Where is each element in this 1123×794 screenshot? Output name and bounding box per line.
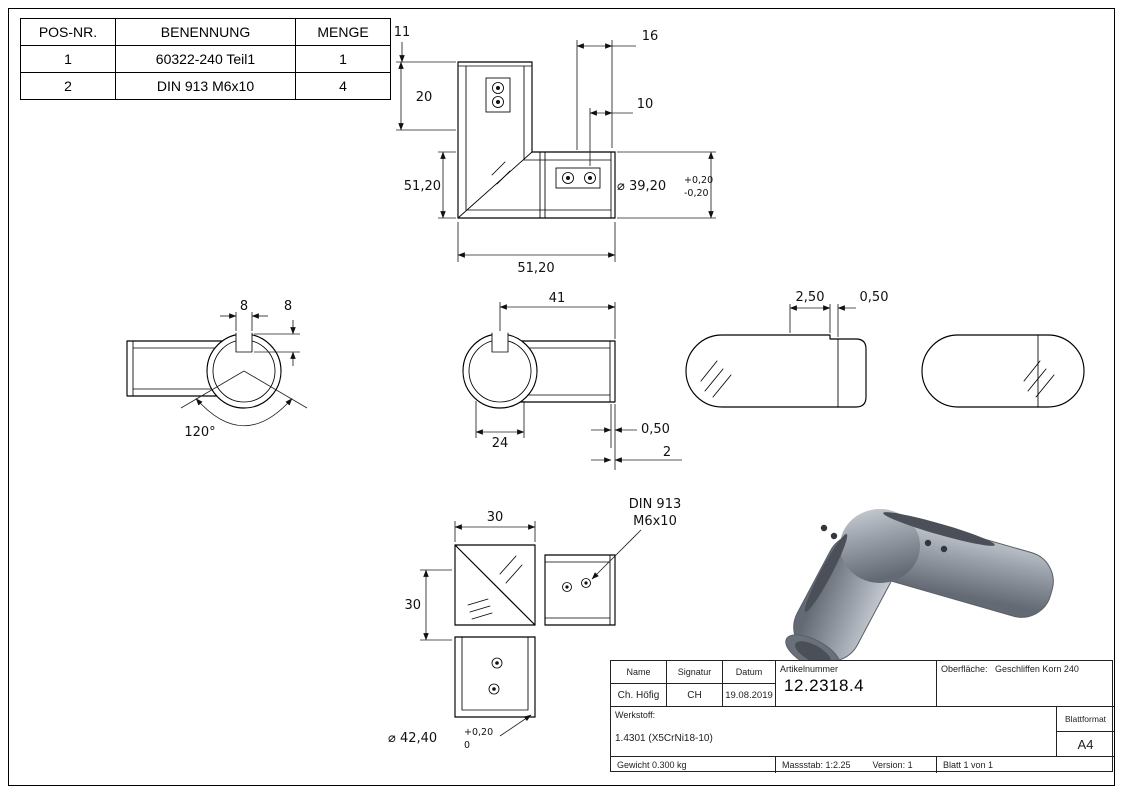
surface-hatch [491, 161, 511, 185]
note-din913-line1: DIN 913 [629, 497, 682, 512]
dim-2-50: 2,50 [796, 290, 825, 305]
name-value-cell: Ch. Höfig [611, 684, 667, 707]
dim-2: 2 [663, 445, 671, 460]
werkstoff-cell: Werkstoff: 1.4301 (X5CrNi18-10) [611, 707, 1057, 757]
dim-51-20-vertical: 51,20 [404, 179, 441, 194]
dim-dia-42-40-tol-dn: 0 [464, 740, 470, 751]
artikelnummer-value: 12.2318.4 [784, 676, 865, 695]
bom-table: POS-NR. BENENNUNG MENGE 1 60322-240 Teil… [20, 18, 391, 100]
dim-10: 10 [637, 97, 654, 112]
dim-dia-39-20-tol-dn: -0,20 [684, 188, 709, 199]
side-view-far-right [921, 334, 1085, 408]
surface-hatch [700, 360, 732, 398]
channel-slot [804, 534, 848, 612]
signatur-value-cell: CH [667, 684, 723, 707]
werkstoff-label: Werkstoff: [615, 710, 656, 720]
bom-benennung: DIN 913 M6x10 [115, 72, 296, 100]
dim-41: 41 [549, 291, 566, 306]
oberflaeche-value: Geschliffen Korn 240 [995, 664, 1079, 674]
surface-hatch [467, 598, 493, 620]
version-value: Version: 1 [872, 760, 913, 770]
bom-header-benennung: BENENNUNG [115, 18, 296, 46]
dim-11: 11 [394, 25, 411, 40]
blattformat-value-cell: A4 [1057, 732, 1114, 757]
datum-label-cell: Datum [723, 661, 776, 684]
front-view: 20 11 16 10 51,20 ⌀ 39,20 +0,20 -0,20 51… [394, 25, 716, 276]
gewicht-cell: Gewicht 0.300 kg [611, 757, 776, 773]
blattformat-label-cell: Blattformat [1057, 707, 1114, 732]
bom-menge: 4 [295, 72, 391, 100]
side-view-left: 120° 8 8 [126, 299, 308, 440]
dim-angle-120: 120° [184, 425, 215, 440]
dim-dia-42-40: ⌀ 42,40 [388, 731, 437, 746]
set-screw-hole [940, 545, 948, 553]
bom-menge: 1 [295, 45, 391, 73]
dim-24: 24 [492, 436, 509, 451]
bom-header-pos: POS-NR. [20, 18, 116, 46]
channel-slot [883, 512, 995, 546]
bom-pos: 2 [20, 72, 116, 100]
blatt-cell: Blatt 1 von 1 [943, 760, 994, 770]
oberflaeche-cell: Oberfläche: Geschliffen Korn 240 [937, 661, 1114, 707]
bom-benennung: 60322-240 Teil1 [115, 45, 296, 73]
massstab-cell: Massstab: 1:2.25 Version: 1 [776, 757, 937, 773]
title-block: Name Signatur Datum Artikelnummer 12.231… [610, 660, 1114, 773]
artikelnummer-cell: Artikelnummer 12.2318.4 [776, 661, 937, 707]
set-screw-hole [830, 532, 838, 540]
dim-dia-39-20-tol-up: +0,20 [684, 175, 713, 186]
dim-30-top: 30 [487, 510, 504, 525]
set-screw-hole [924, 539, 932, 547]
part-3d-preview [785, 509, 1054, 672]
bom-row: 2 DIN 913 M6x10 4 [20, 72, 391, 100]
artikelnummer-label: Artikelnummer [780, 664, 839, 674]
surface-hatch [1023, 360, 1055, 398]
dim-8-width: 8 [240, 299, 248, 314]
dim-16: 16 [642, 29, 659, 44]
side-view-right: 2,50 0,50 [685, 290, 889, 408]
name-label-cell: Name [611, 661, 667, 684]
bom-header-row: POS-NR. BENENNUNG MENGE [20, 18, 391, 46]
dim-0-50: 0,50 [641, 422, 670, 437]
dim-20: 20 [416, 90, 433, 105]
note-din913-line2: M6x10 [633, 514, 677, 529]
surface-hatch [499, 555, 523, 584]
massstab-value: Massstab: 1:2.25 [782, 760, 851, 770]
werkstoff-value: 1.4301 (X5CrNi18-10) [615, 733, 713, 744]
bom-row: 1 60322-240 Teil1 1 [20, 45, 391, 73]
datum-value-cell: 19.08.2019 [723, 684, 776, 707]
dim-30-left: 30 [404, 598, 421, 613]
oberflaeche-label: Oberfläche: [941, 664, 988, 674]
signatur-label-cell: Signatur [667, 661, 723, 684]
dim-8-depth: 8 [284, 299, 292, 314]
dim-51-20-horizontal: 51,20 [517, 261, 554, 276]
dim-dia-39-20: ⌀ 39,20 [617, 179, 666, 194]
bom-pos: 1 [20, 45, 116, 73]
side-view-center: 41 24 0,50 2 [462, 291, 682, 470]
set-screw-hole [820, 524, 828, 532]
bom-header-menge: MENGE [295, 18, 391, 46]
bottom-view: 30 30 DIN 913 M6x10 ⌀ 42,40 +0,20 0 [388, 497, 681, 751]
dim-0-50-right: 0,50 [860, 290, 889, 305]
sheet-border [8, 8, 1115, 786]
dim-dia-42-40-tol-up: +0,20 [464, 727, 493, 738]
